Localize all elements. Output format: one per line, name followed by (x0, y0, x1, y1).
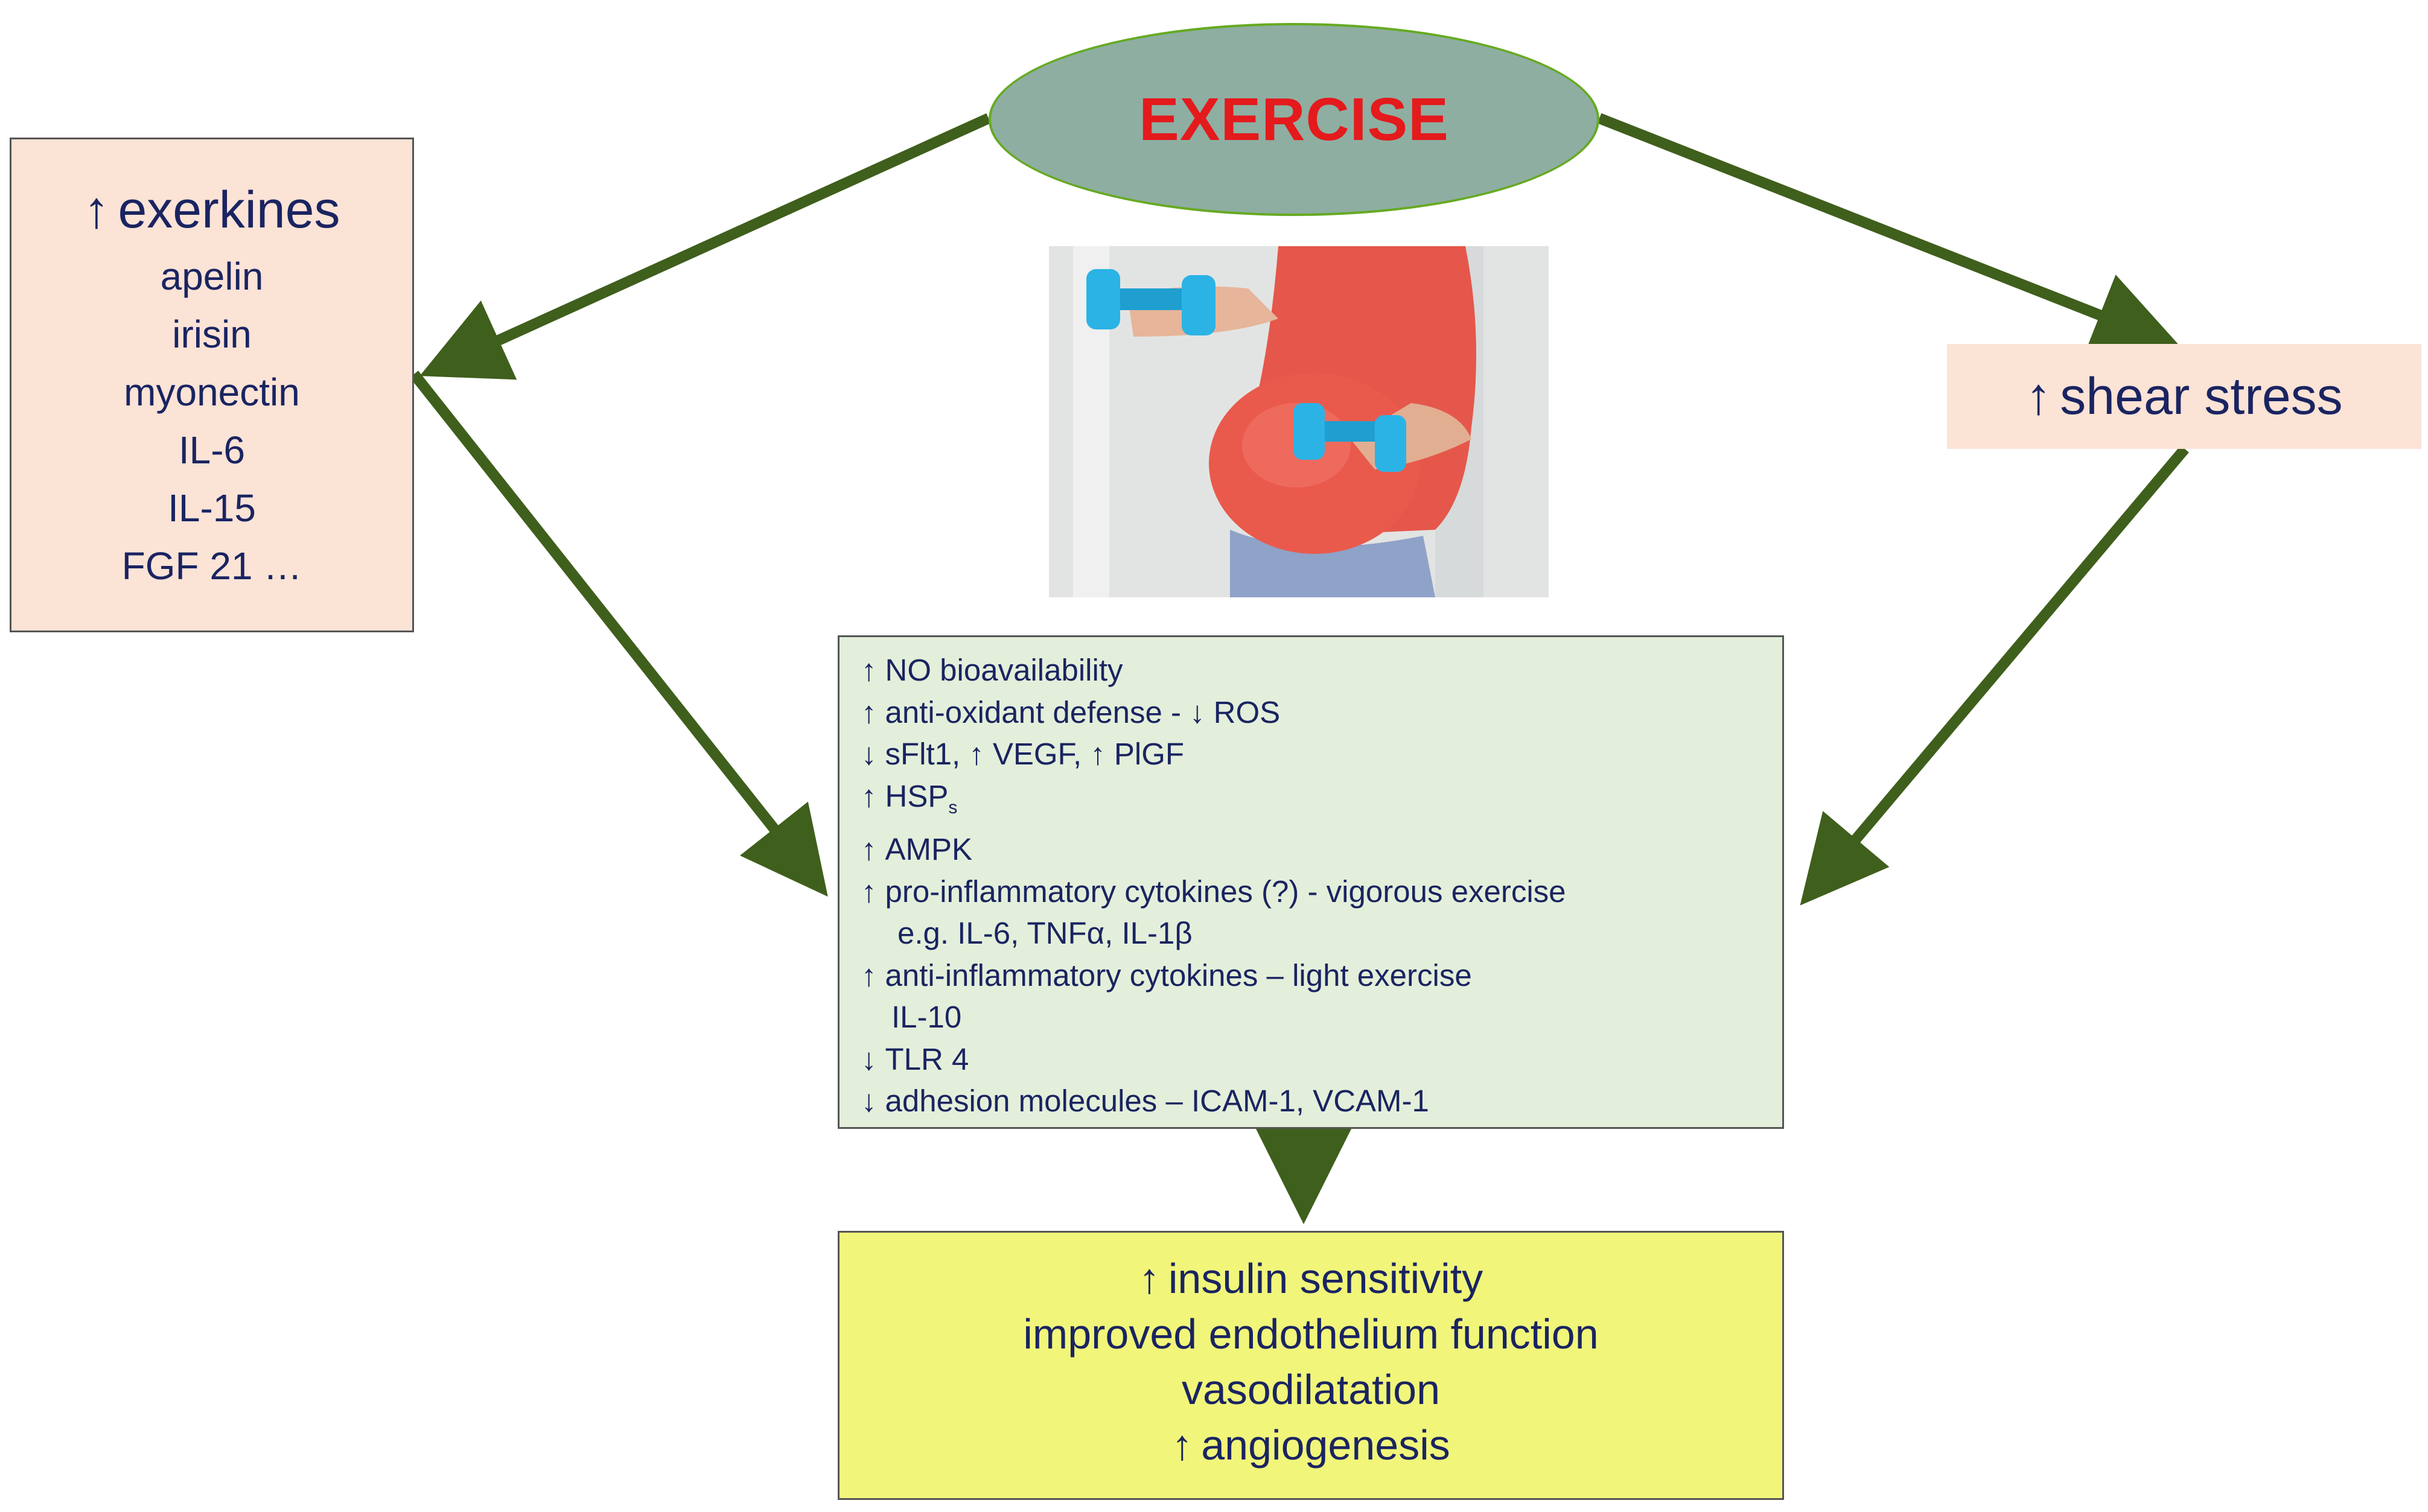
antioxidant-defense: anti-oxidant defense - (885, 694, 1181, 729)
down-arrow-icon: ↓ (861, 737, 877, 771)
ros: ROS (1213, 694, 1281, 729)
up-arrow-icon: ↑ (969, 737, 984, 771)
up-arrow-icon: ↑ (83, 181, 110, 239)
vegf: VEGF, (992, 737, 1082, 771)
pro-inflammatory-examples: e.g. IL-6, TNFα, IL-1β (897, 916, 1193, 951)
exerkine-item: IL-6 (178, 428, 246, 472)
up-arrow-icon: ↑ (861, 874, 877, 909)
up-arrow-icon: ↑ (1138, 1255, 1160, 1302)
up-arrow-icon: ↑ (861, 653, 877, 687)
exerkine-item: IL-15 (168, 486, 256, 530)
down-arrow-icon: ↓ (1190, 694, 1205, 729)
up-arrow-icon: ↑ (1171, 1421, 1193, 1469)
arrow-shear-stress-to-mechanisms (1800, 445, 2189, 906)
mechanisms-box: ↑NO bioavailability ↑anti-oxidant defens… (838, 635, 1784, 1129)
up-arrow-icon: ↑ (861, 958, 877, 993)
up-arrow-icon: ↑ (2025, 367, 2052, 425)
pregnant-exercise-photo (1049, 246, 1549, 597)
hsp-subscript: s (948, 797, 958, 818)
up-arrow-icon: ↑ (1090, 737, 1106, 771)
exerkines-title: exerkines (118, 181, 340, 239)
exerkine-item: FGF 21 … (121, 544, 302, 588)
up-arrow-icon: ↑ (861, 694, 877, 729)
arrow-exercise-to-shear-stress (1597, 113, 2181, 356)
photo-illustration (1049, 246, 1549, 597)
arrow-exerkines-to-mechanisms (409, 370, 828, 897)
hsp: HSP (885, 778, 949, 813)
arrow-exercise-to-exerkines (419, 113, 991, 380)
il10: IL-10 (891, 1000, 962, 1035)
vasodilatation: vasodilatation (1181, 1366, 1441, 1413)
adhesion-molecules: adhesion molecules – ICAM-1, VCAM-1 (885, 1084, 1429, 1119)
up-arrow-icon: ↑ (861, 778, 877, 813)
exerkine-item: myonectin (124, 370, 300, 414)
no-bioavailability: NO bioavailability (885, 653, 1123, 687)
improved-endothelium-function: improved endothelium function (1023, 1310, 1599, 1358)
exercise-label: EXERCISE (1139, 85, 1449, 153)
plgf: PlGF (1114, 737, 1185, 771)
exercise-node: EXERCISE (989, 23, 1599, 216)
anti-inflammatory-cytokines: anti-inflammatory cytokines – light exer… (885, 958, 1472, 993)
exerkine-item: apelin (160, 254, 264, 298)
outcome-box: ↑insulin sensitivity improved endotheliu… (838, 1231, 1784, 1500)
down-arrow-icon: ↓ (861, 1041, 877, 1076)
exerkines-box: ↑exerkines apelin irisin myonectin IL-6 … (10, 138, 414, 632)
up-arrow-icon: ↑ (861, 832, 877, 867)
angiogenesis: angiogenesis (1201, 1421, 1450, 1469)
shear-stress-box: ↑shear stress (1947, 344, 2421, 449)
shear-stress-label: shear stress (2060, 367, 2343, 425)
pro-inflammatory-cytokines: pro-inflammatory cytokines (?) - vigorou… (885, 874, 1566, 909)
tlr4: TLR 4 (885, 1041, 969, 1076)
exerkine-item: irisin (172, 312, 252, 356)
ampk: AMPK (885, 832, 973, 867)
down-arrow-icon: ↓ (861, 1084, 877, 1119)
insulin-sensitivity: insulin sensitivity (1168, 1255, 1483, 1302)
sflt1: sFlt1, (885, 737, 961, 771)
